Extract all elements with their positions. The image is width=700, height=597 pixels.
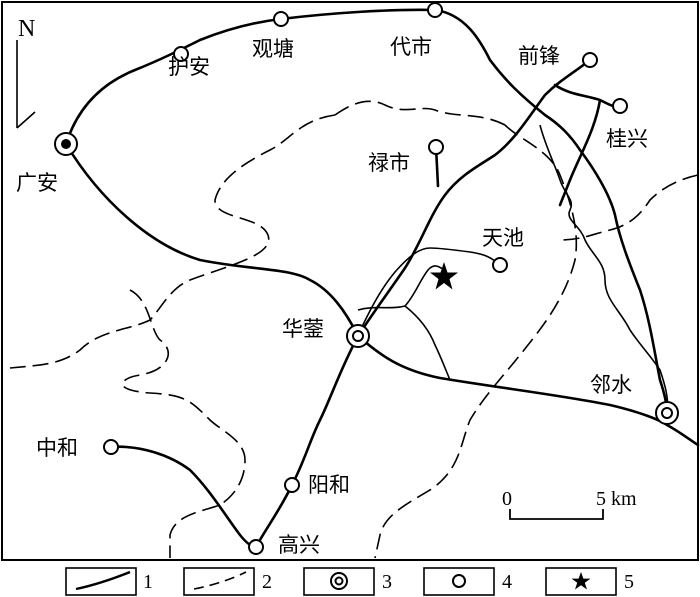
north-arrow-line (16, 40, 36, 129)
label-gaoxing: 高兴 (278, 533, 320, 557)
boundary-north (334, 100, 506, 126)
label-zhonghe: 中和 (36, 436, 78, 460)
road-northern-loop (64, 8, 669, 415)
label-tianchi: 天池 (482, 226, 524, 250)
boundaries (9, 100, 699, 559)
county-seat-huaying (346, 324, 370, 348)
label-daishi: 代市 (390, 35, 432, 59)
boundary-east (374, 124, 578, 559)
town-tianchi (492, 257, 508, 273)
boundary-central (121, 289, 246, 558)
legend-open-circle (452, 574, 466, 588)
legend-road-line (75, 570, 131, 591)
north-label: N (18, 16, 35, 42)
boundary-west (9, 114, 336, 369)
road-huaying-gaoxing (254, 334, 360, 549)
legend: 1 2 3 4 5 (65, 567, 634, 596)
town-lushi (428, 139, 444, 155)
label-linshui: 邻水 (590, 373, 632, 397)
town-qianfeng (582, 52, 598, 68)
legend-number-2: 2 (262, 571, 272, 593)
north-arrow: N (16, 16, 36, 129)
road-zhonghe-gaoxing (109, 445, 258, 549)
roads (64, 8, 700, 549)
label-lushi: 禄市 (368, 151, 410, 175)
river-south-branch (404, 305, 451, 381)
legend-number-4: 4 (502, 571, 512, 593)
label-yanghe: 阳和 (308, 473, 350, 497)
scale-zero: 0 (502, 488, 512, 510)
town-guixing (612, 98, 628, 114)
label-huaying: 华蓥 (282, 317, 324, 341)
scale-line (509, 509, 604, 520)
road-huaying-linshui (356, 334, 700, 447)
label-qianfeng: 前锋 (518, 44, 560, 68)
town-daishi (427, 2, 443, 18)
legend-item-3: 3 (303, 567, 392, 596)
scale-distance: 5 km (596, 488, 637, 510)
legend-number-3: 3 (382, 571, 392, 593)
river-huaying-tianchi (357, 247, 501, 336)
legend-number-1: 1 (143, 571, 153, 593)
town-zhonghe (103, 439, 119, 455)
scale-bar: 0 5 km (502, 488, 637, 520)
county-seat-guangan (54, 132, 78, 156)
label-guangan: 广安 (16, 171, 58, 195)
legend-item-2: 2 (183, 567, 272, 596)
river-east-meander (539, 124, 669, 413)
boundary-far-east (559, 174, 699, 241)
road-guangan-huaying (64, 142, 360, 338)
map-frame (1, 1, 699, 561)
legend-dashed-boundary (193, 571, 247, 590)
county-seat-linshui (655, 401, 679, 425)
town-yanghe (284, 477, 300, 493)
legend-item-1: 1 (65, 567, 153, 596)
town-huan (173, 46, 189, 62)
star-marker (430, 262, 458, 290)
legend-item-5: 5 (545, 567, 634, 596)
town-gaoxing (248, 539, 264, 555)
legend-star (571, 572, 591, 590)
legend-item-4: 4 (423, 567, 512, 596)
label-guixing: 桂兴 (606, 127, 648, 151)
town-guantang (273, 11, 289, 27)
road-huaying-qianfeng (356, 58, 592, 338)
label-guantang: 观塘 (252, 37, 294, 61)
legend-number-5: 5 (624, 571, 634, 593)
label-huan: 护安 (168, 55, 210, 79)
river-inner-star (357, 265, 446, 311)
